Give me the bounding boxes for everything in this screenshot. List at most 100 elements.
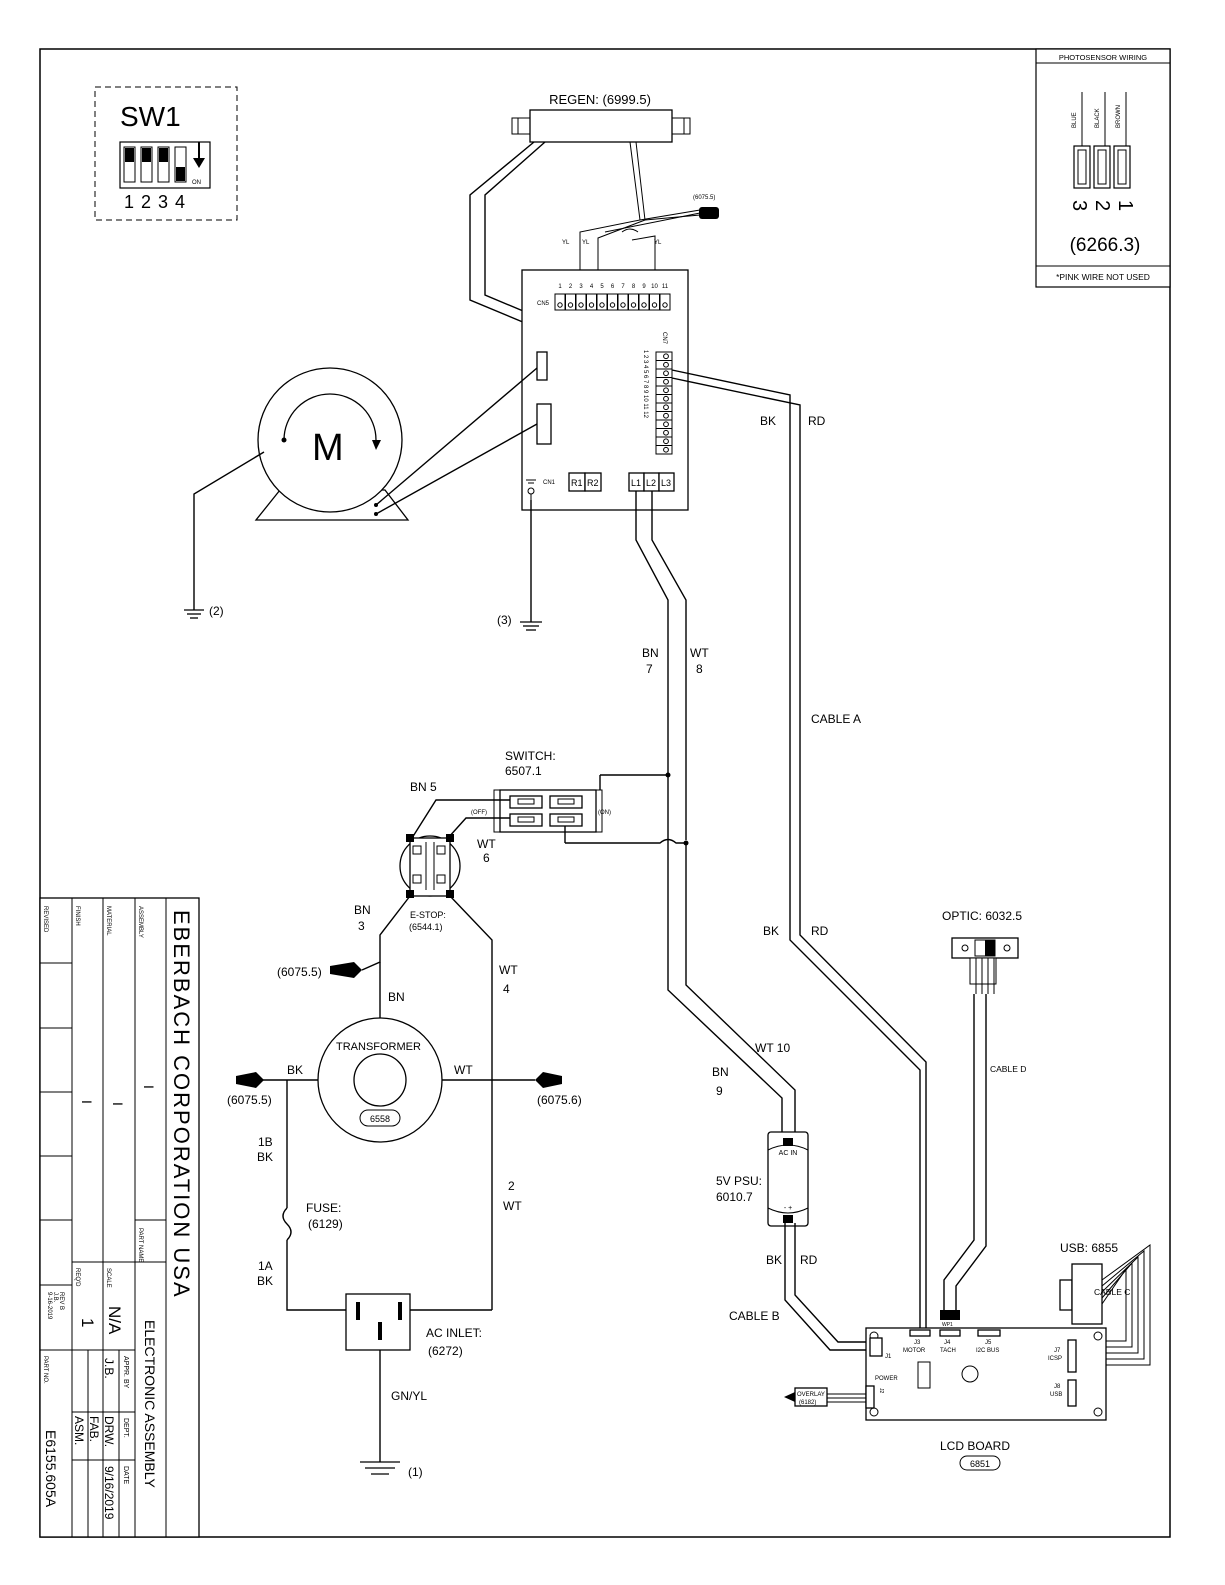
cn7-pin-labels: 1 2 3 4 5 6 7 8 9 10 11 12 bbox=[642, 350, 648, 419]
transformer: TRANSFORMER 6558 bbox=[317, 1017, 443, 1143]
lcd-board: J1 POWER J3 MOTOR J4 TACH WP1 J5 I2C BUS… bbox=[865, 1322, 1107, 1471]
e-stop: E-STOP: (6544.1) bbox=[399, 834, 461, 932]
transformer-label: TRANSFORMER bbox=[336, 1041, 421, 1053]
wire-wt-6-number: 6 bbox=[483, 851, 490, 865]
tb-reqd-header: REQ'D bbox=[74, 1268, 80, 1287]
yl-label-2: YL bbox=[582, 240, 590, 246]
lcd-j3: J3 bbox=[914, 1340, 921, 1346]
wire-wt-4-color: WT bbox=[499, 963, 518, 977]
cn5-pin-1: 1 bbox=[558, 284, 562, 290]
yl-label-3: YL bbox=[654, 240, 662, 246]
overlay-part: (6182) bbox=[799, 1400, 816, 1406]
cn1-label: CN1 bbox=[543, 480, 556, 486]
usb-label: USB: 6855 bbox=[1060, 1241, 1118, 1255]
cn5-pin-6: 6 bbox=[611, 284, 615, 290]
photosensor-wiring-box: PHOTOSENSOR WIRING BLUE BLACK BROWN 3 2 … bbox=[1035, 48, 1171, 288]
connector-3-label: (6075.6) bbox=[537, 1093, 582, 1107]
wire-bn-transformer: BN bbox=[388, 990, 405, 1004]
cn7-screw bbox=[663, 353, 669, 360]
tb-dept: DEPT. bbox=[122, 1418, 129, 1438]
psu-rd: RD bbox=[800, 1253, 818, 1267]
overlay-label: OVERLAY bbox=[797, 1392, 825, 1398]
cn5-pin-11: 11 bbox=[662, 284, 669, 290]
cable-d-label: CABLE D bbox=[990, 1064, 1026, 1074]
cn7-screw bbox=[663, 361, 669, 368]
cable-a-bk-bottom: BK bbox=[763, 924, 779, 938]
ground-1-icon bbox=[360, 1461, 400, 1475]
tb-date: DATE bbox=[122, 1466, 129, 1484]
tb-assembly: ASSEMBLY bbox=[137, 906, 143, 938]
wire-nut-icon bbox=[535, 1072, 562, 1088]
fuse-label-1: FUSE: bbox=[306, 1201, 341, 1215]
cn5-terminal bbox=[659, 293, 671, 311]
optic-label: OPTIC: 6032.5 bbox=[942, 909, 1022, 923]
cable-a-label: CABLE A bbox=[811, 712, 861, 726]
wire-1b-color: BK bbox=[257, 1150, 273, 1164]
tb-part-no: E6155.605A bbox=[43, 1430, 59, 1508]
wire-1a-number: 1A bbox=[258, 1259, 273, 1273]
tb-finish: FINISH bbox=[74, 906, 80, 926]
cn5-screw bbox=[578, 302, 584, 308]
sw1-pos-2: 2 bbox=[141, 192, 151, 212]
wire-bn-7-number: 7 bbox=[646, 662, 653, 676]
wire-nut-icon: (6075.5) bbox=[693, 195, 719, 219]
cn5-pin-7: 7 bbox=[621, 284, 625, 290]
psu-label-2: 6010.7 bbox=[716, 1190, 753, 1204]
cn7-screw bbox=[663, 421, 669, 428]
cable-a-rd-top: RD bbox=[808, 414, 826, 428]
wire-wt-4-number: 4 bbox=[503, 982, 510, 996]
transformer-part: 6558 bbox=[370, 1114, 390, 1124]
lcd-j2: J2 bbox=[878, 1388, 884, 1394]
cable-a-bk-top: BK bbox=[760, 414, 776, 428]
cn5-pin-5: 5 bbox=[600, 284, 604, 290]
title-block: REVISED FINISH MATERIAL ASSEMBLY PART NA… bbox=[39, 897, 200, 1538]
wire-wt-8-number: 8 bbox=[696, 662, 703, 676]
terminal-l1: L1 bbox=[631, 478, 641, 488]
lcd-power: POWER bbox=[875, 1376, 898, 1382]
cn5-screw bbox=[620, 302, 626, 308]
yl-label-1: YL bbox=[562, 240, 570, 246]
regen-label: REGEN: (6999.5) bbox=[549, 92, 651, 107]
tb-by: J.B. bbox=[102, 1358, 116, 1379]
ground-3-label: (3) bbox=[497, 613, 512, 627]
tb-scale-value: N/A bbox=[105, 1306, 124, 1335]
cn5-pin-4: 4 bbox=[590, 284, 594, 290]
sw1-dip-switch: SW1 ON 1 2 3 4 bbox=[94, 86, 238, 221]
tb-part-name-header: PART NAME bbox=[137, 1228, 143, 1262]
cn7-screw bbox=[663, 370, 669, 377]
tb-scale-header: SCALE bbox=[105, 1268, 111, 1288]
overlay-connector: OVERLAY (6182) bbox=[784, 1387, 866, 1407]
regen-resistor: REGEN: (6999.5) bbox=[511, 92, 691, 143]
sw1-pos-3: 3 bbox=[158, 192, 168, 212]
cn1-ground-icon bbox=[526, 479, 536, 500]
lcd-i2c: I2C BUS bbox=[976, 1348, 999, 1354]
tb-assembly-value: I bbox=[141, 1085, 157, 1089]
wire-bn-3-color: BN bbox=[354, 903, 371, 917]
tb-company: EBERBACH CORPORATION USA bbox=[169, 910, 194, 1299]
cable-a-rd-bottom: RD bbox=[811, 924, 829, 938]
cn5-pin-3: 3 bbox=[579, 284, 583, 290]
ground-2-icon bbox=[184, 609, 204, 619]
tb-rev-by: J.B. bbox=[52, 1292, 58, 1303]
ground-1-label: (1) bbox=[408, 1465, 423, 1479]
lcd-j1: J1 bbox=[885, 1354, 892, 1360]
photosensor-wire-brown: BROWN bbox=[1116, 105, 1122, 128]
tb-finish-value: I bbox=[79, 1100, 95, 1104]
tb-appr-by: APPR. BY bbox=[122, 1356, 129, 1389]
cable-c-label: CABLE C bbox=[1094, 1287, 1130, 1297]
lcd-wp1: WP1 bbox=[942, 1322, 953, 1328]
cn7-screw bbox=[663, 387, 669, 394]
photosensor-pin-2: 2 bbox=[1091, 200, 1113, 211]
sw1-pos-4: 4 bbox=[175, 192, 185, 212]
tb-drw: DRW. bbox=[102, 1416, 116, 1447]
lcd-j4: J4 bbox=[944, 1340, 951, 1346]
tb-fab: FAB. bbox=[87, 1416, 101, 1442]
tb-part-name: ELECTRONIC ASSEMBLY bbox=[142, 1320, 158, 1488]
lcd-part: 6851 bbox=[970, 1459, 990, 1469]
photosensor-pin-1: 1 bbox=[1114, 200, 1136, 211]
cn5-label: CN5 bbox=[537, 301, 550, 307]
fuse-label-2: (6129) bbox=[308, 1217, 343, 1231]
cable-b-label: CABLE B bbox=[729, 1309, 780, 1323]
